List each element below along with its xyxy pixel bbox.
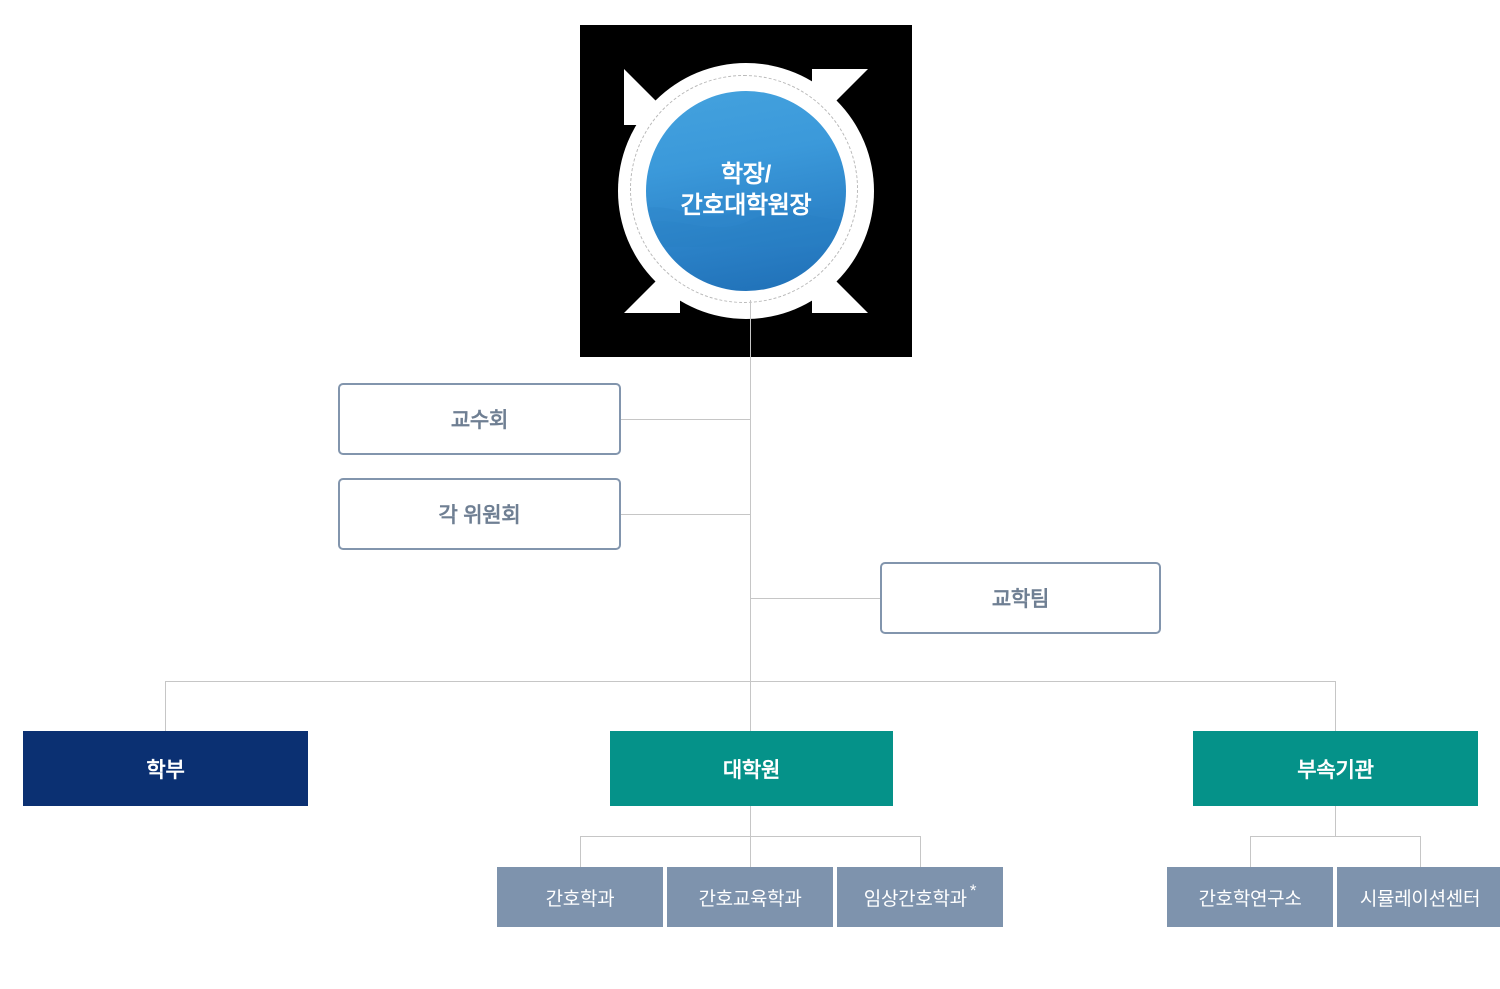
connector-drop-undergraduate [165,681,166,731]
root-dashed-ring [630,75,858,303]
box-nursing-department-label: 간호학과 [545,888,615,910]
root-blue-circle[interactable]: 학장/ 간호대학원장 [646,91,846,291]
connector-affiliated-stem [1335,806,1336,836]
connector-to-faculty-council [620,419,751,420]
box-undergraduate-label: 학부 [146,758,185,782]
box-simulation-center-label: 시뮬레이션센터 [1359,888,1481,910]
box-clinical-nursing-department[interactable]: 임상간호학과* [837,867,1003,927]
box-faculty-council[interactable]: 교수회 [338,383,621,455]
box-faculty-council-label: 교수회 [450,409,509,432]
connector-drop-nursing-dept [580,836,581,867]
root-label: 학장/ 간호대학원장 [680,161,812,219]
box-graduate-school[interactable]: 대학원 [610,731,893,806]
connector-to-academic-affairs-team [750,598,882,599]
box-nursing-education-department[interactable]: 간호교육학과 [667,867,833,927]
connector-drop-affiliated [1335,681,1336,731]
box-nursing-research-institute[interactable]: 간호학연구소 [1167,867,1333,927]
box-clinical-nursing-department-label: 임상간호학과 [863,888,967,910]
box-affiliated-institutions-label: 부속기관 [1297,758,1374,782]
wave-decoration-icon [646,201,846,247]
connector-graduate-stem [750,806,751,836]
box-committees[interactable]: 각 위원회 [338,478,621,550]
connector-drop-nursing-education-dept [750,836,751,867]
connector-drop-clinical-nursing-dept [920,836,921,867]
connector-drop-simulation-center [1420,836,1421,867]
box-academic-affairs-team[interactable]: 교학팀 [880,562,1161,634]
box-academic-affairs-team-label: 교학팀 [991,588,1050,611]
connector-affiliated-bus [1250,836,1421,837]
box-undergraduate[interactable]: 학부 [23,731,308,806]
box-nursing-education-department-label: 간호교육학과 [698,888,802,910]
root-node-dean[interactable]: 학장/ 간호대학원장 [580,25,912,357]
footnote-asterisk: * [969,880,977,900]
connector-spine-vertical [750,300,751,681]
box-nursing-department[interactable]: 간호학과 [497,867,663,927]
box-affiliated-institutions[interactable]: 부속기관 [1193,731,1478,806]
connector-drop-graduate [750,681,751,731]
connector-drop-research-institute [1250,836,1251,867]
box-committees-label: 각 위원회 [438,504,521,527]
box-simulation-center[interactable]: 시뮬레이션센터 [1337,867,1500,927]
box-nursing-research-institute-label: 간호학연구소 [1198,888,1302,910]
connector-to-committees [620,514,751,515]
box-graduate-school-label: 대학원 [722,758,781,782]
